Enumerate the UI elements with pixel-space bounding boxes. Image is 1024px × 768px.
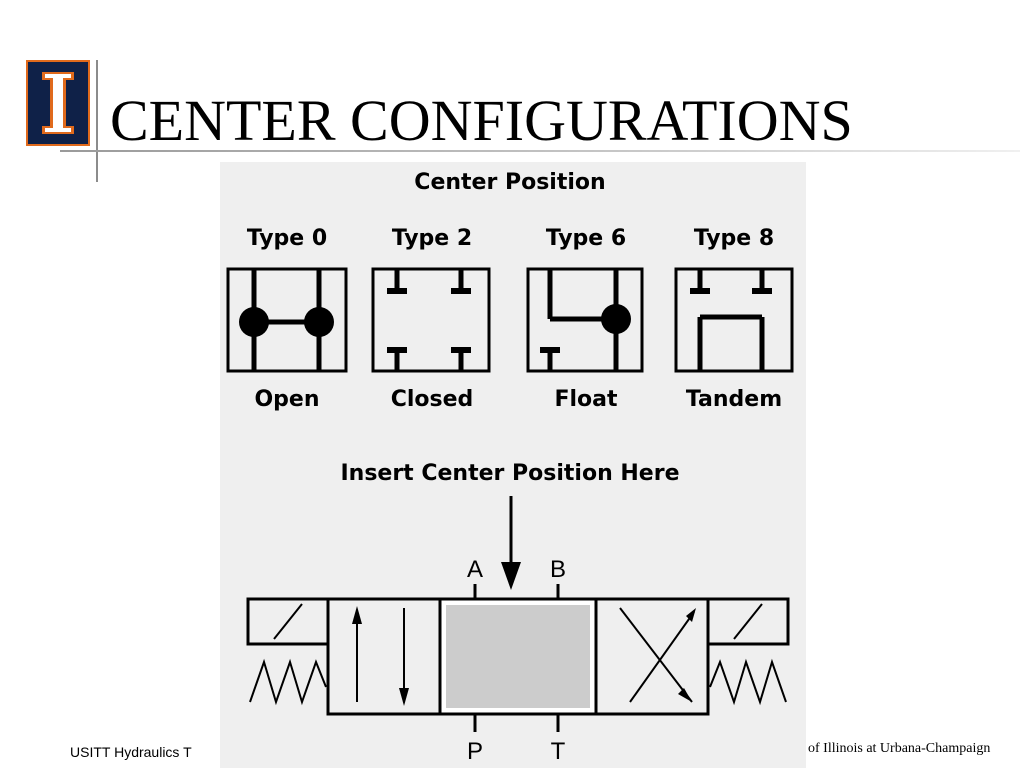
slide-title: CENTER CONFIGURATIONS xyxy=(110,88,853,153)
port-lines xyxy=(473,584,560,732)
valve-center-envelope xyxy=(438,597,598,716)
left-solenoid xyxy=(246,597,330,646)
type-2-closed-symbol xyxy=(371,267,491,373)
type-0-name: Open xyxy=(254,387,319,412)
center-configurations-figure: Center Position Type 0 Type 2 Type 6 Typ… xyxy=(220,162,806,768)
type-6-float-symbol xyxy=(526,267,644,373)
valve-right-envelope xyxy=(594,597,710,716)
footer-course-label: USITT Hydraulics T xyxy=(70,744,192,760)
port-a-label: A xyxy=(467,556,483,583)
figure-heading: Center Position xyxy=(414,170,605,195)
title-vertical-rule xyxy=(96,60,98,182)
footer-university-label: of Illinois at Urbana-Champaign xyxy=(808,741,991,756)
insert-arrow xyxy=(501,496,521,590)
title-underline-rule xyxy=(60,150,1020,152)
port-p-label: P xyxy=(467,738,483,765)
type-8-tandem-symbol xyxy=(674,267,794,373)
type-6-label: Type 6 xyxy=(546,226,626,251)
type-0-label: Type 0 xyxy=(247,226,327,251)
type-2-name: Closed xyxy=(391,387,474,412)
port-t-label: T xyxy=(551,738,566,765)
right-solenoid xyxy=(706,597,790,646)
university-logo xyxy=(26,60,90,146)
type-2-label: Type 2 xyxy=(392,226,472,251)
insert-center-label: Insert Center Position Here xyxy=(340,461,679,486)
type-8-name: Tandem xyxy=(686,387,782,412)
valve-left-envelope xyxy=(326,597,442,716)
type-6-name: Float xyxy=(554,387,618,412)
port-b-label: B xyxy=(550,556,566,583)
type-8-label: Type 8 xyxy=(694,226,774,251)
type-0-open-symbol xyxy=(226,267,348,373)
right-spring xyxy=(709,658,787,706)
block-i-icon xyxy=(42,72,74,134)
left-spring xyxy=(249,658,327,706)
